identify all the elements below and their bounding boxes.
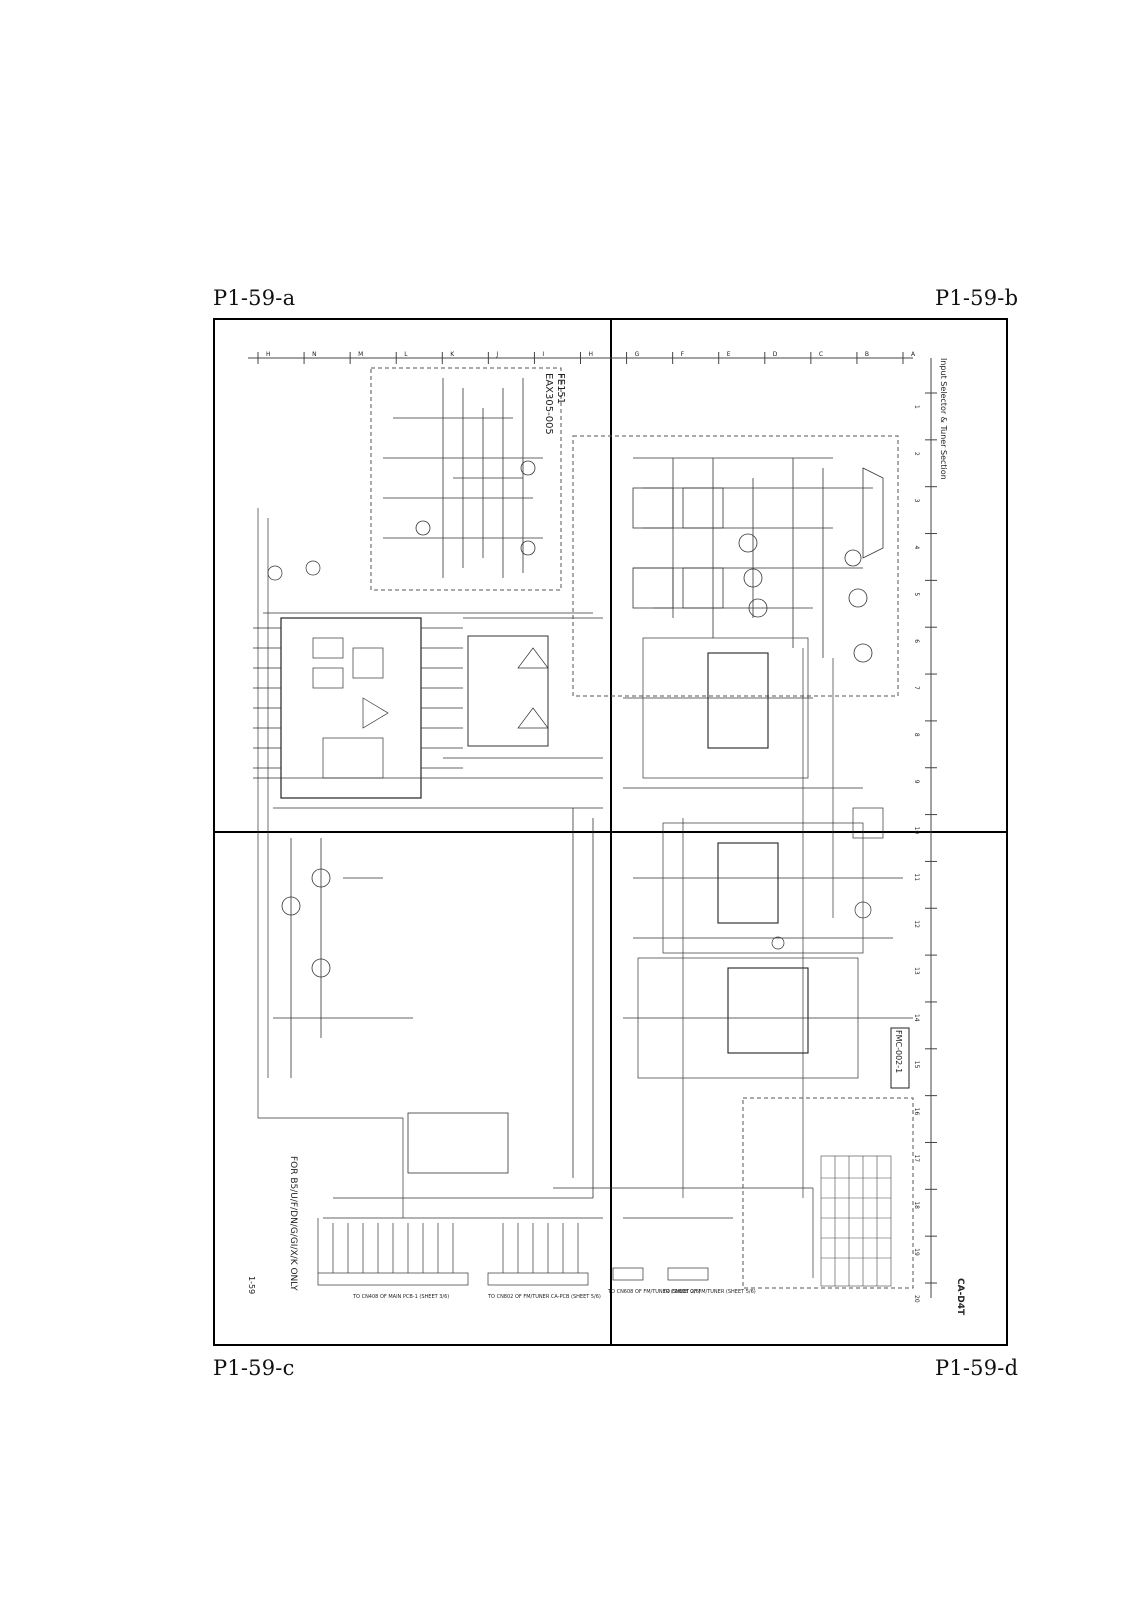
ic-buffer <box>467 635 549 747</box>
right-border-number: 4 <box>913 546 920 550</box>
connector-note-1: TO CN408 OF MAIN PCB-1 (SHEET 3/6) <box>352 1294 449 1300</box>
connector-strips <box>317 1218 709 1286</box>
parts-table <box>820 1155 892 1287</box>
top-border-letter: E <box>727 351 731 358</box>
right-border-number: 15 <box>913 1061 920 1069</box>
board-label-box <box>890 1027 910 1089</box>
board-label: FMC-002-1 <box>894 1030 903 1073</box>
connector-note-4: TO CN608 OF FM/TUNER (SHEET 5/6) <box>662 1289 756 1295</box>
right-border-number: 11 <box>913 873 920 881</box>
top-border-letter: J <box>495 351 498 358</box>
top-border-letter: L <box>404 351 408 358</box>
ic-input-selector <box>280 617 422 799</box>
connector-note-2: TO CN802 OF FM/TUNER CA-PCB (SHEET 5/6) <box>487 1294 601 1300</box>
right-border-number: 5 <box>913 592 920 596</box>
tuner-pack-wiring <box>383 378 543 578</box>
tuner-pack-part: EAX305-005 <box>543 373 554 435</box>
ic-pll <box>727 967 809 1054</box>
ic-fm-mpx <box>717 842 779 924</box>
ic-fm-if <box>707 652 769 749</box>
left-middle-wiring <box>257 508 603 1118</box>
right-border-number: 8 <box>913 733 920 737</box>
right-border-number: 18 <box>913 1201 920 1209</box>
bottom-left-wiring <box>273 808 603 1219</box>
tuner-pack-outline <box>370 367 562 591</box>
right-middle-wiring <box>623 637 913 1198</box>
quadrant-label-c: P1-59-c <box>213 1356 295 1380</box>
right-border-number: 9 <box>913 780 920 784</box>
page-number: 1-59 <box>247 1276 256 1294</box>
right-border-number: 2 <box>913 452 920 456</box>
top-border-letter: M <box>358 351 363 358</box>
top-border-letter: H <box>589 351 594 358</box>
right-border-number: 1 <box>913 405 920 409</box>
right-border-number: 16 <box>913 1108 920 1116</box>
model-label: CA-D4T <box>955 1278 965 1316</box>
top-border-letter: K <box>450 351 455 358</box>
top-border-letter: F <box>681 351 685 358</box>
section-title: Input Selector & Tuner Section <box>939 358 948 480</box>
right-border-number: 13 <box>913 967 920 975</box>
right-border-number: 6 <box>913 639 920 643</box>
quadrant-label-d: P1-59-d <box>935 1356 1019 1380</box>
bottom-right-region <box>742 1097 914 1289</box>
destination-note: FOR B5/U/F/DN/G/GI/X/K ONLY <box>288 1156 298 1291</box>
quadrant-label-a: P1-59-a <box>213 286 296 310</box>
right-border-number: 10 <box>913 827 920 835</box>
right-border-number: 7 <box>913 686 920 690</box>
tuner-pack-name: FE151 <box>555 373 566 404</box>
right-border-number: 19 <box>913 1248 920 1256</box>
right-border-number: 14 <box>913 1014 920 1022</box>
right-border-number: 20 <box>913 1295 920 1303</box>
quadrant-label-b: P1-59-b <box>935 286 1019 310</box>
top-border-letter: H <box>266 351 271 358</box>
top-border-letter: C <box>819 351 823 358</box>
top-border-letter: B <box>865 351 869 358</box>
top-border-letter: I <box>542 351 544 358</box>
right-border-number: 17 <box>913 1154 920 1162</box>
ic-input-selector-pins <box>253 627 463 779</box>
top-border-letter: G <box>635 351 640 358</box>
top-border-letter: A <box>911 351 916 358</box>
top-border-letter: D <box>773 351 778 358</box>
rf-section-wiring <box>632 457 884 663</box>
bus-lines <box>253 777 814 1278</box>
top-border-letter: N <box>312 351 317 358</box>
right-border-number: 3 <box>913 499 920 503</box>
right-border-number: 12 <box>913 920 920 928</box>
rf-section-outline <box>572 435 899 697</box>
connector-note-3: TO CN608 OF FM/TUNER (SHEET 2/6) <box>607 1289 701 1295</box>
